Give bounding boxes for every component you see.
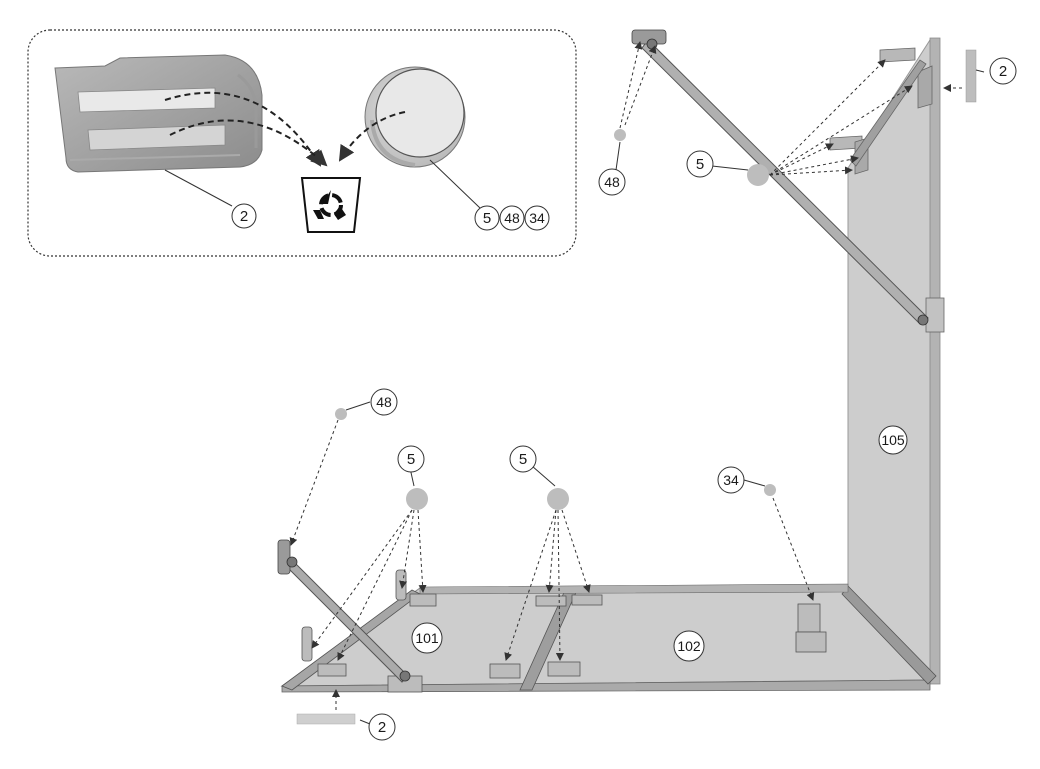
- svg-text:2: 2: [240, 208, 248, 225]
- disposal-inset: 2 5 48 34: [27, 29, 577, 257]
- callout-102: 102: [673, 630, 705, 662]
- cap-48-bottom: [335, 408, 347, 420]
- panel-floor: [280, 583, 937, 693]
- bottom-arrows: [289, 419, 815, 710]
- callout-cap-48: 48: [499, 205, 525, 231]
- protective-cap: [364, 66, 466, 168]
- cap-34-bottom: [764, 484, 776, 496]
- cap-48-top: [614, 129, 626, 141]
- recycle-bin-icon: [300, 177, 362, 233]
- svg-text:34: 34: [723, 472, 739, 488]
- callout-48-top: 48: [598, 168, 626, 196]
- callout-2-top: 2: [989, 57, 1017, 85]
- callout-2-bottom: 2: [368, 713, 396, 741]
- tray-piece-top: [965, 49, 977, 103]
- svg-text:5: 5: [407, 451, 415, 468]
- callout-tray: 2: [231, 203, 257, 229]
- cap-5-bottom-mid: [547, 488, 569, 510]
- cap-5-top: [747, 164, 769, 186]
- callout-5-bottom-left: 5: [397, 445, 425, 473]
- svg-text:48: 48: [604, 174, 620, 190]
- stabilizer-bar-top: [631, 29, 929, 326]
- callout-34-bottom: 34: [717, 466, 745, 494]
- callout-101: 101: [411, 622, 443, 654]
- svg-text:101: 101: [415, 630, 439, 646]
- callout-cap-5: 5: [474, 205, 500, 231]
- callout-cap-34: 34: [524, 205, 550, 231]
- svg-text:2: 2: [378, 719, 386, 736]
- callout-48-bottom: 48: [370, 388, 398, 416]
- svg-text:48: 48: [504, 210, 520, 226]
- svg-text:48: 48: [376, 394, 392, 410]
- callout-5-top: 5: [686, 150, 714, 178]
- svg-text:5: 5: [519, 451, 527, 468]
- top-arrows: [619, 41, 962, 176]
- svg-text:2: 2: [999, 63, 1007, 80]
- svg-text:102: 102: [677, 638, 701, 654]
- tray-piece-bottom: [296, 713, 356, 725]
- svg-text:5: 5: [483, 210, 491, 227]
- callout-5-bottom-mid: 5: [509, 445, 537, 473]
- callout-105: 105: [878, 425, 908, 455]
- svg-text:105: 105: [881, 432, 905, 448]
- panel-105: [829, 37, 945, 685]
- packaging-tray: [54, 54, 263, 173]
- stabilizer-bar-bottom: [277, 539, 411, 683]
- svg-text:5: 5: [696, 156, 704, 173]
- svg-text:34: 34: [529, 210, 545, 226]
- floor-brackets: [301, 569, 827, 693]
- cap-5-bottom-left: [406, 488, 428, 510]
- leader-lines: [345, 69, 985, 725]
